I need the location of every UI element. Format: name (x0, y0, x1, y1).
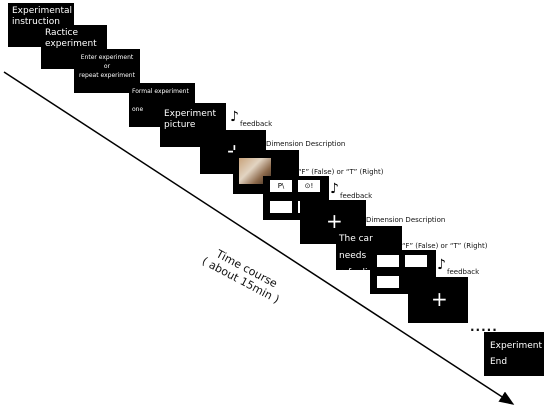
choice-instruction-label: “F” (False) or “T” (Right) (402, 242, 488, 250)
step-text: instruction (12, 17, 61, 27)
step-text: End (490, 357, 508, 367)
step-text: or (103, 63, 111, 70)
fixation-cross: + (431, 287, 448, 311)
step-text: Experiment (164, 109, 217, 119)
option-box: P\ (269, 179, 293, 193)
option-label: P\ (277, 182, 285, 190)
feedback-label: feedback (240, 120, 273, 128)
step-text: refueli (339, 265, 399, 270)
option-box (376, 254, 400, 268)
step-text: Formal experiment (132, 88, 189, 95)
feedback-label: feedback (340, 192, 373, 200)
music-note-icon: ♪ (330, 181, 339, 197)
option-box (404, 254, 428, 268)
option-box (376, 275, 400, 289)
dimension-description-label: Dimension Description (266, 140, 346, 148)
step-text: picture (164, 120, 196, 130)
dimension-description-label: Dimension Description (366, 216, 446, 224)
step-text: Experiment (490, 341, 543, 351)
option-label: ⊙! (304, 182, 314, 190)
step-text: Experimental (12, 6, 73, 16)
step-fixation-cross: + (408, 277, 468, 323)
option-box: ⊙! (297, 179, 321, 193)
step-text: The car needs (339, 234, 373, 261)
choice-instruction-label: “F” (False) or “T” (Right) (298, 168, 384, 176)
option-box (269, 200, 293, 214)
ellipsis: ..... (470, 320, 498, 334)
step-text: Ractice (45, 28, 79, 38)
music-note-icon: ♪ (230, 109, 239, 125)
step-experiment-end: Experiment End (484, 332, 544, 376)
feedback-label: feedback (447, 268, 480, 276)
step-text: Enter experiment (80, 54, 134, 61)
step-text: experiment (45, 39, 97, 49)
step-text: one (132, 106, 144, 113)
music-note-icon: ♪ (437, 257, 446, 273)
step-text: repeat experiment (79, 72, 135, 79)
